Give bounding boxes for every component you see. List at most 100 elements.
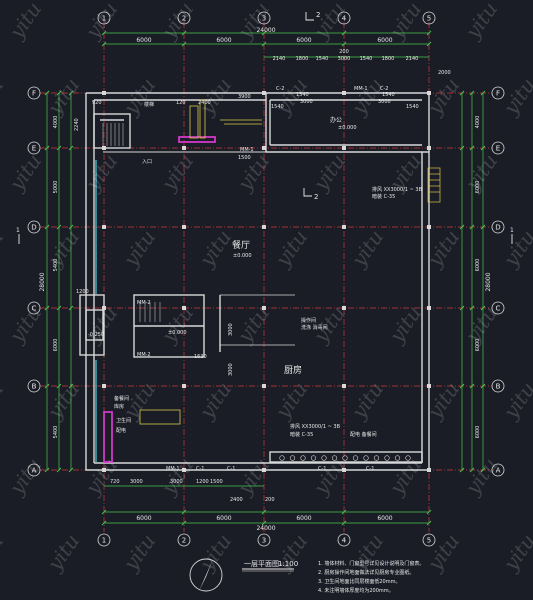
bottom-sub-7: 200: [265, 497, 275, 503]
mm1-bottom-label: MM-1: [166, 466, 180, 472]
overall-width: 24000: [256, 27, 275, 34]
top-bay-4: 6000: [377, 37, 392, 44]
c1-label-d: C-1: [366, 466, 374, 472]
top-sub-4: 3000: [338, 56, 351, 62]
dimension-tick: [469, 467, 475, 473]
dimension-tick: [459, 305, 465, 311]
grid-bubble-right-F-circle: [491, 86, 505, 100]
dimension-tick: [181, 30, 187, 36]
fan-note: 排风 XX3000/1 ~ 3B: [372, 186, 423, 193]
dimension-tick: [44, 467, 50, 473]
grid-bubble-right-B-circle: [491, 379, 505, 393]
structural-column: [182, 384, 186, 388]
burner: [352, 455, 359, 461]
grid-bubble-bottom-5-circle: [422, 533, 436, 547]
exterior-stair: [427, 167, 441, 203]
dimension-tick: [44, 90, 50, 96]
structural-column: [102, 91, 106, 95]
dimension-tick: [261, 30, 267, 36]
structural-column: [262, 306, 266, 310]
right-annot: 配电 备餐间: [350, 431, 377, 438]
misc-1540b: 1540: [406, 104, 419, 110]
bottom-sub-6: 2400: [230, 497, 243, 503]
structural-column: [262, 468, 266, 472]
fan-note-b: 暗装 C-35: [372, 193, 395, 200]
top-bay-3: 6000: [296, 37, 311, 44]
bottom-overall: 24000: [256, 525, 275, 532]
grid-bubble-left-D-circle: [27, 220, 41, 234]
dimension-tick: [56, 467, 62, 473]
grid-bubble-left-E-circle: [27, 141, 41, 155]
grid-bubble-left-D-label: D: [31, 224, 36, 232]
bottom-bay-3: 6000: [296, 515, 311, 522]
misc-120: 120: [176, 100, 186, 106]
top-ann-3: 3000: [378, 99, 391, 105]
elev-mid-label: ±0.000: [168, 330, 187, 336]
burner: [289, 455, 296, 461]
right-total: 28000: [485, 272, 492, 291]
grid-bubble-bottom-4-label: 4: [342, 537, 347, 545]
structural-column: [182, 146, 186, 150]
dimension-tick: [469, 383, 475, 389]
bottom-sub-4: 1200: [196, 479, 209, 485]
dimension-tick: [426, 30, 432, 36]
grid-bubble-bottom-1-circle: [97, 533, 111, 547]
structural-column: [182, 468, 186, 472]
fan-note-d: 暗装 C-35: [290, 431, 313, 438]
dimension-tick: [341, 41, 347, 47]
right-bay-2: 6000: [475, 181, 481, 194]
note-2: 2. 厨房操作间地面做法详见厨房专业图纸。: [318, 569, 414, 576]
misc-3900: 3900: [238, 94, 251, 100]
room-note-a: 备餐间: [114, 395, 129, 402]
section-mark-left: 1: [16, 227, 20, 234]
dimension-tick: [480, 383, 486, 389]
room-note-c: 卫生间: [116, 417, 131, 424]
room-note-b: 库房: [114, 403, 124, 410]
grid-bubble-top-1-circle: [97, 11, 111, 25]
grid-bubble-bottom-1-label: 1: [102, 537, 106, 545]
dimension-tick: [56, 383, 62, 389]
bottom-sub-5: 1500: [210, 479, 223, 485]
right-bay-4: 6000: [475, 339, 481, 352]
dimension-tick: [56, 305, 62, 311]
dimension-tick: [459, 467, 465, 473]
structural-column: [427, 306, 431, 310]
structural-column: [102, 384, 106, 388]
bottom-sub-2: 3000: [130, 479, 143, 485]
structural-column: [182, 225, 186, 229]
burner: [405, 455, 411, 461]
top-sub-2: 1800: [296, 56, 309, 62]
left-bay-3: 5400: [53, 259, 59, 272]
top-sub-5: 1540: [360, 56, 373, 62]
structural-column: [427, 91, 431, 95]
grid-bubble-top-3-label: 3: [262, 15, 266, 23]
misc-dimension-texts: 2000 920 120 2400 3900 1540 1540 2240 12…: [74, 70, 451, 376]
structural-column: [427, 146, 431, 150]
grid-bubble-bottom-3-circle: [257, 533, 271, 547]
burner: [300, 455, 306, 461]
dimension-tick: [101, 520, 107, 526]
structural-column: [102, 146, 106, 150]
dining-hall-label: 餐厅: [232, 239, 250, 251]
north-arrow: 1:100: [189, 558, 223, 592]
grid-bubble-left-E-label: E: [32, 145, 36, 153]
dimension-tick: [459, 224, 465, 230]
note-4: 4. 未注明墙体厚度均为200mm。: [318, 587, 394, 594]
c2-top-label: C-2: [276, 86, 284, 92]
dimension-tick: [426, 509, 432, 515]
grid-bubble-left-B-label: B: [32, 383, 37, 391]
grid-bubble-right-A-circle: [491, 463, 505, 477]
yellow-fixtures: [139, 99, 262, 425]
kitchen-label: 厨房: [284, 364, 302, 376]
dimension-tick: [341, 30, 347, 36]
structural-column: [102, 468, 106, 472]
burner: [310, 455, 317, 461]
kitchen-burners: [279, 455, 411, 461]
structural-column: [427, 384, 431, 388]
misc-2000: 2000: [438, 70, 451, 76]
dimension-tick: [426, 41, 432, 47]
dimension-tick: [261, 41, 267, 47]
grid-bubble-bottom-3-label: 3: [262, 537, 266, 545]
grid-bubble-top-1-label: 1: [102, 15, 106, 23]
grid-bubble-top-4-label: 4: [342, 15, 347, 23]
